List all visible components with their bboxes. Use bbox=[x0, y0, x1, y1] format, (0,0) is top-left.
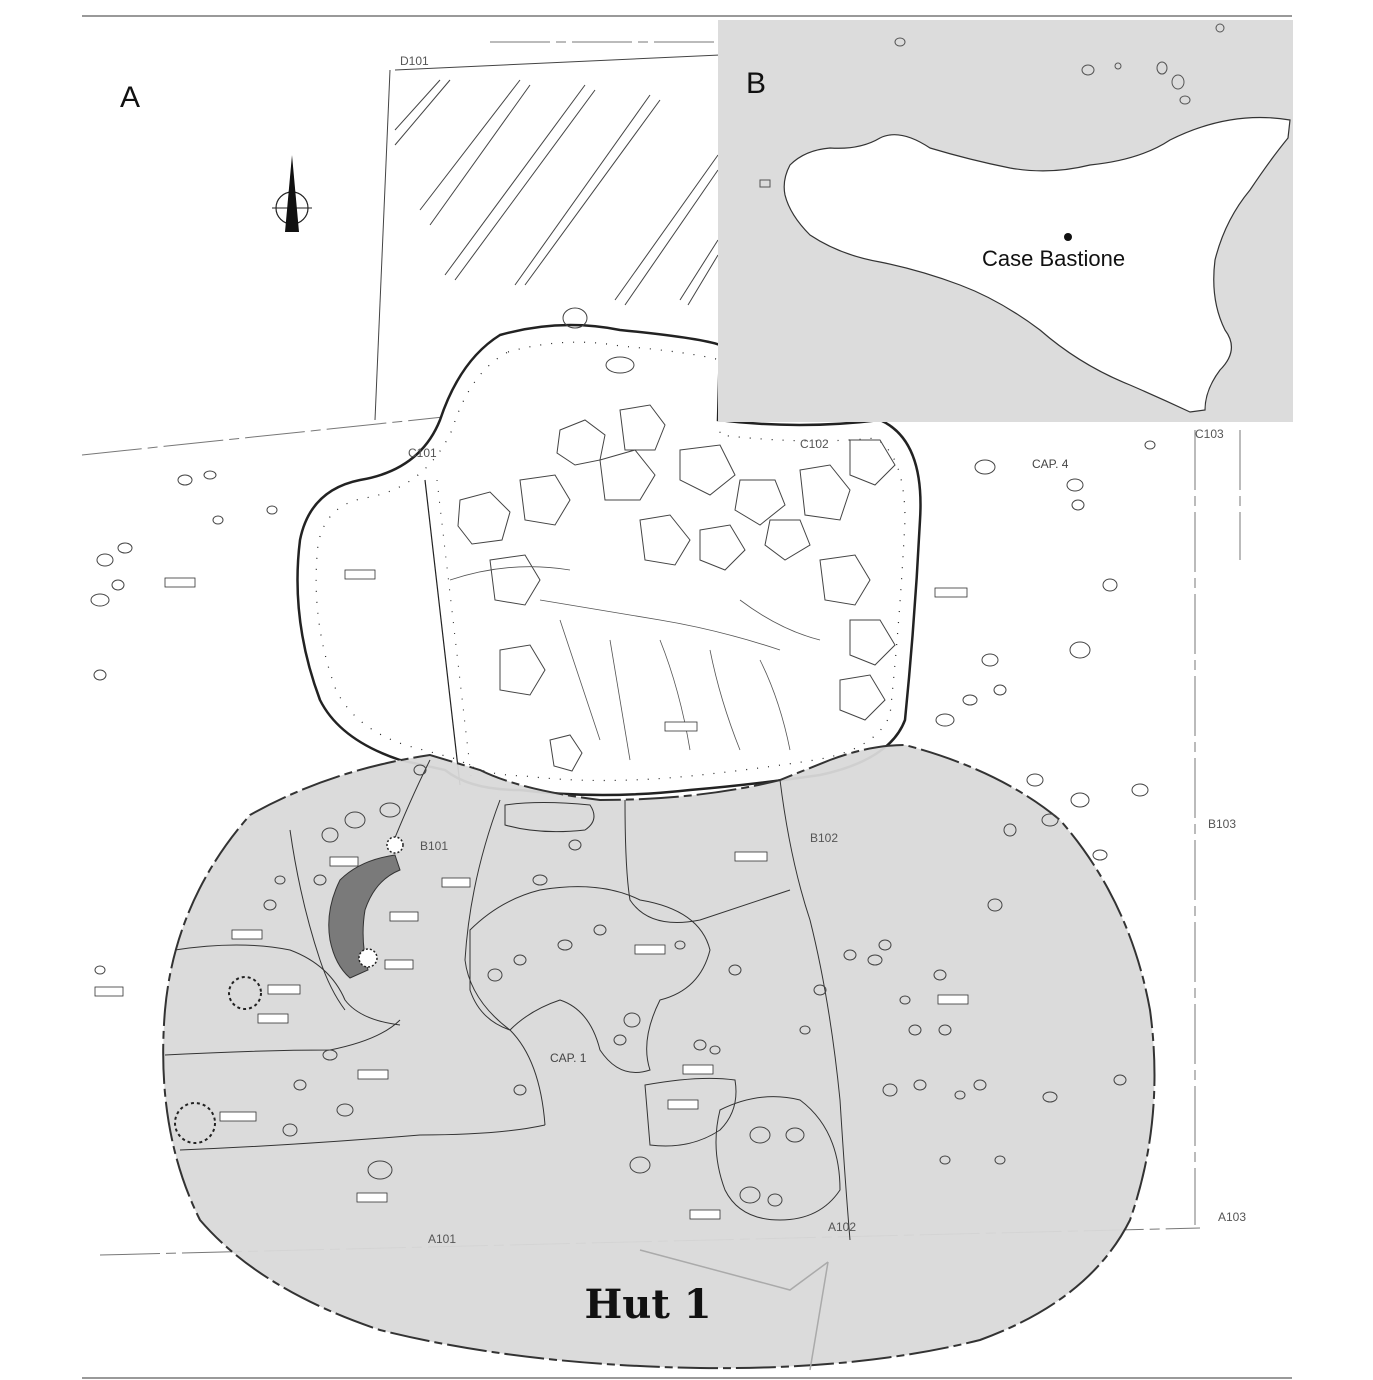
hut-1-area bbox=[162, 743, 1156, 1370]
grid-label-b102: B102 bbox=[810, 831, 838, 845]
hatched-area bbox=[374, 54, 721, 421]
hut-1-label: Hut 1 bbox=[584, 1281, 711, 1328]
figure-frame bbox=[82, 15, 1292, 1379]
grid-label-c103: C103 bbox=[1195, 427, 1224, 441]
grid-label-a103: A103 bbox=[1218, 1210, 1246, 1224]
grid-label-b103: B103 bbox=[1208, 817, 1236, 831]
grid-label-a102: A102 bbox=[828, 1220, 856, 1234]
context-tags bbox=[94, 569, 969, 1220]
cap-label-4: CAP. 4 bbox=[1032, 457, 1069, 471]
sicily-island-outline bbox=[783, 116, 1291, 413]
panel-b-label: B bbox=[746, 67, 766, 100]
panel-b-inset-map: Case Bastione B bbox=[718, 20, 1293, 422]
cap-label-1: CAP. 1 bbox=[550, 1051, 587, 1065]
grid-label-c102: C102 bbox=[800, 437, 829, 451]
scattered-stones bbox=[90, 307, 1156, 1207]
upper-pit bbox=[296, 323, 922, 797]
grid-label-c101: C101 bbox=[408, 446, 437, 460]
panel-a-label: A bbox=[120, 81, 140, 114]
site-label: Case Bastione bbox=[982, 246, 1125, 271]
grid-label-b101: B101 bbox=[420, 839, 448, 853]
north-arrow-icon bbox=[272, 155, 312, 232]
hut-1-ellipse bbox=[162, 743, 1156, 1370]
grid-label-d101: D101 bbox=[400, 54, 429, 68]
site-marker-icon bbox=[1064, 233, 1072, 241]
grid-label-a101: A101 bbox=[428, 1232, 456, 1246]
panel-a-excavation-plan: D101 C101 C102 C103 B101 B102 B103 A101 … bbox=[81, 41, 1246, 1371]
dark-deposit-feature bbox=[328, 854, 401, 979]
